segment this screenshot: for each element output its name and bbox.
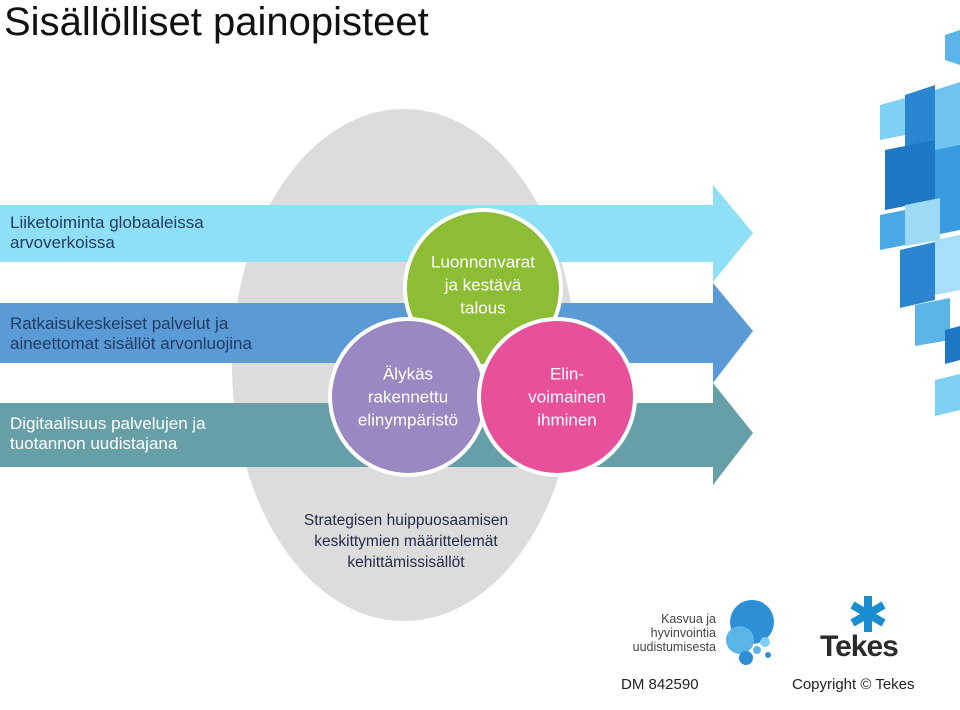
circle-elinvoimainen	[477, 317, 637, 477]
circle-label-alykas: Älykäs rakennettu elinympäristö	[358, 363, 458, 432]
band-label-3-line-1: Digitaalisuus palvelujen ja	[10, 414, 206, 433]
bottom-caption: Strategisen huippuosaamisen keskittymien…	[304, 510, 508, 573]
bottom-caption-line-2: keskittymien määrittelemät	[314, 533, 498, 550]
page-title: Sisällölliset painopisteet	[4, 0, 429, 44]
kasvua-logo-mark	[726, 600, 774, 665]
circle-2-line-2: rakennettu	[367, 387, 449, 407]
band-label-3-line-2: tuotannon uudistajana	[10, 434, 178, 453]
document-id: DM 842590	[621, 676, 699, 693]
logo-line-3: uudistumisesta	[632, 640, 716, 654]
band-arrow-1	[0, 205, 753, 262]
copyright-text: Copyright © Tekes	[792, 676, 915, 693]
band-label-2: Ratkaisukeskeiset palvelut ja aineettoma…	[10, 314, 252, 354]
circle-label-elinvoimainen: Elin- voimainen ihminen	[528, 363, 606, 432]
circle-3-line-1: Elin-	[549, 364, 584, 384]
logo-line-1: Kasvua ja	[661, 612, 716, 626]
band-label-2-line-1: Ratkaisukeskeiset palvelut ja	[10, 314, 229, 333]
band-label-1-line-1: Liiketoiminta globaaleissa	[10, 213, 204, 232]
tekes-logo-text: Tekes	[820, 630, 899, 663]
circle-label-luonnonvarat: Luonnonvarat ja kestävä talous	[431, 251, 535, 320]
circle-3-line-2: voimainen	[528, 387, 606, 407]
tekes-logo-mark	[850, 596, 886, 632]
decorative-mosaic	[880, 30, 960, 416]
band-label-1-line-2: arvoverkoissa	[10, 233, 115, 252]
band-label-2-line-2: aineettomat sisällöt arvonluojina	[10, 334, 252, 353]
circle-2-line-3: elinympäristö	[357, 410, 459, 430]
kasvua-logo-text: Kasvua ja hyvinvointia uudistumisesta	[618, 612, 716, 654]
logo-line-2: hyvinvointia	[650, 626, 716, 640]
circle-2-line-1: Älykäs	[382, 364, 434, 384]
circle-1-line-3: talous	[460, 298, 506, 318]
bottom-caption-line-1: Strategisen huippuosaamisen	[303, 512, 509, 529]
circle-1-line-2: ja kestävä	[444, 275, 522, 295]
band-label-1: Liiketoiminta globaaleissa arvoverkoissa	[10, 213, 204, 253]
circle-1-line-1: Luonnonvarat	[431, 252, 535, 272]
circle-3-line-3: ihminen	[537, 410, 597, 430]
band-label-3: Digitaalisuus palvelujen ja tuotannon uu…	[10, 414, 206, 454]
bottom-caption-line-3: kehittämissisällöt	[347, 554, 465, 571]
